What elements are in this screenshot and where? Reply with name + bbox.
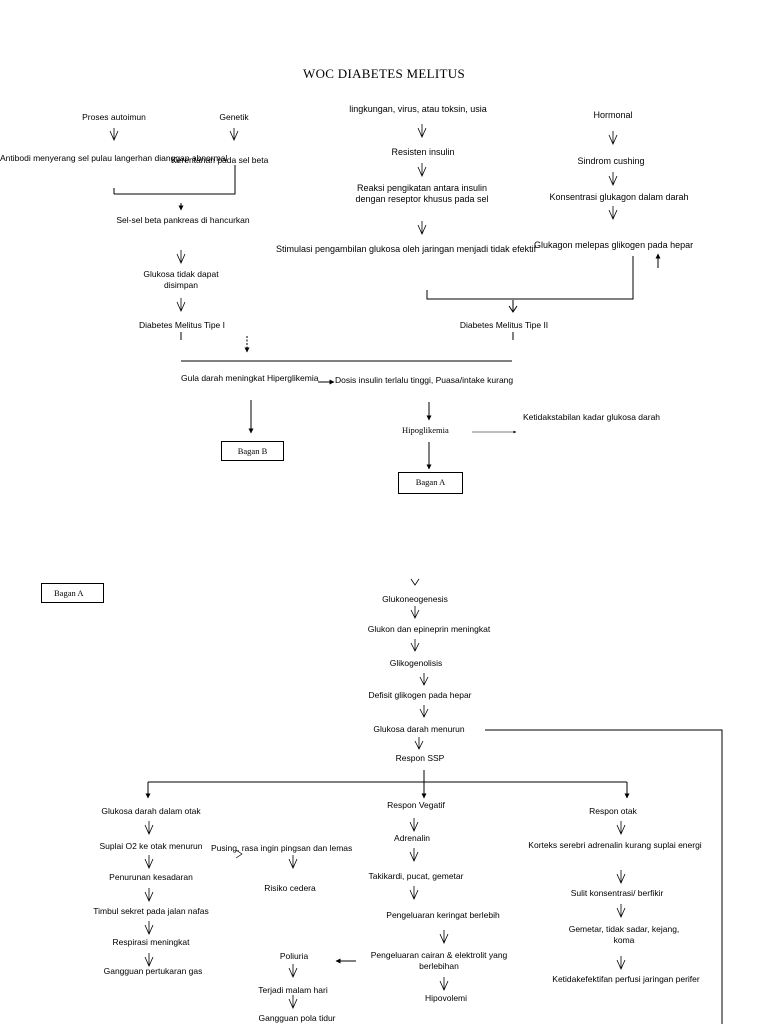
bagan-a-box: Bagan A [398, 472, 463, 494]
node-respirasi: Respirasi meningkat [112, 937, 190, 947]
node-hormonal: Hormonal [593, 110, 633, 120]
node-dm-tipe-1: Diabetes Melitus Tipe I [139, 320, 225, 330]
node-takikardi: Takikardi, pucat, gemetar [368, 871, 464, 881]
node-respon-ssp: Respon SSP [395, 753, 445, 763]
node-konsentrasi-glukagon: Konsentrasi glukagon dalam darah [549, 192, 689, 202]
node-malam-hari: Terjadi malam hari [258, 985, 328, 995]
node-pusing: Pusing, rasa ingin pingsan dan lemas [211, 843, 353, 853]
node-glukosa-otak: Glukosa darah dalam otak [101, 806, 201, 816]
node-glukosa-tidak-disimpan: Glukosa tidak dapat disimpan [143, 269, 219, 290]
v-arrows-top [109, 124, 618, 312]
node-respon-vegatif: Respon Vegatif [387, 800, 445, 810]
bracket-type1 [113, 165, 236, 195]
node-risiko-cedera: Risiko cedera [264, 883, 316, 893]
node-sindrom-cushing: Sindrom cushing [577, 156, 645, 166]
node-adrenalin: Adrenalin [394, 833, 430, 843]
node-glukon-epineprin: Glukon dan epineprin meningkat [367, 624, 491, 634]
bagan-b-box: Bagan B [221, 441, 284, 461]
node-dosis-insulin: Dosis insulin terlalu tinggi, Puasa/inta… [335, 375, 514, 385]
node-gangguan-tidur: Gangguan pola tidur [258, 1013, 336, 1023]
node-genetik: Genetik [219, 112, 249, 122]
node-suplai-o2: Suplai O2 ke otak menurun [99, 841, 203, 851]
node-penurunan-kesadaran: Penurunan kesadaran [109, 872, 193, 882]
node-glukoneogenesis: Glukoneogenesis [382, 594, 448, 604]
node-stimulasi: Stimulasi pengambilan glukosa oleh jarin… [276, 244, 537, 254]
node-gangguan-pertukaran: Gangguan pertukaran gas [103, 966, 203, 976]
node-glikogenolisis: Glikogenolisis [389, 658, 443, 668]
node-hipovolemi: Hipovolemi [424, 993, 468, 1003]
node-korteks: Korteks serebri adrenalin kurang suplai … [528, 840, 702, 850]
v-arrows-bagan-a [144, 578, 626, 1009]
node-gemetar-koma: Gemetar, tidak sadar, kejang, koma [568, 924, 680, 945]
node-dm-tipe-2: Diabetes Melitus Tipe II [459, 320, 549, 330]
bagan-a-label-box: Bagan A [41, 583, 104, 603]
node-keringat: Pengeluaran keringat berlebih [386, 910, 500, 920]
node-ketidakefektifan: Ketidakefektifan perfusi jaringan perife… [552, 974, 700, 984]
node-defisit-glikogen: Defisit glikogen pada hepar [368, 690, 472, 700]
node-antibodi: Antibodi menyerang sel pulau langerhan d… [0, 153, 228, 163]
node-resisten-insulin: Resisten insulin [391, 147, 455, 157]
node-ketidakstabilan: Ketidakstabilan kadar glukosa darah [523, 412, 661, 422]
node-proses-autoimun: Proses autoimun [82, 112, 146, 122]
node-gula-darah: Gula darah meningkat Hiperglikemia [181, 373, 319, 383]
diagram-title: WOC DIABETES MELITUS [303, 66, 465, 81]
node-lingkungan: lingkungan, virus, atau toksin, usia [349, 104, 487, 114]
node-cairan-elektrolit: Pengeluaran cairan & elektrolit yang ber… [370, 950, 508, 971]
node-kerentanan: Kerentanan pada sel beta [171, 155, 269, 165]
node-reaksi-pengikatan: Reaksi pengikatan antara insulin dengan … [355, 183, 489, 204]
node-glukagon-melepas: Glukagon melepas glikogen pada hepar [534, 240, 694, 250]
node-timbul-sekret: Timbul sekret pada jalan nafas [93, 906, 209, 916]
node-sel-beta: Sel-sel beta pankreas di hancurkan [116, 215, 250, 225]
node-poliuria: Poliuria [279, 951, 309, 961]
node-hipoglikemia: Hipoglikemia [402, 425, 449, 435]
node-glukosa-menurun: Glukosa darah menurun [373, 724, 465, 734]
node-sulit-konsentrasi: Sulit konsentrasi/ berfikir [570, 888, 664, 898]
bracket-type2 [426, 256, 634, 300]
node-respon-otak: Respon otak [589, 806, 637, 816]
